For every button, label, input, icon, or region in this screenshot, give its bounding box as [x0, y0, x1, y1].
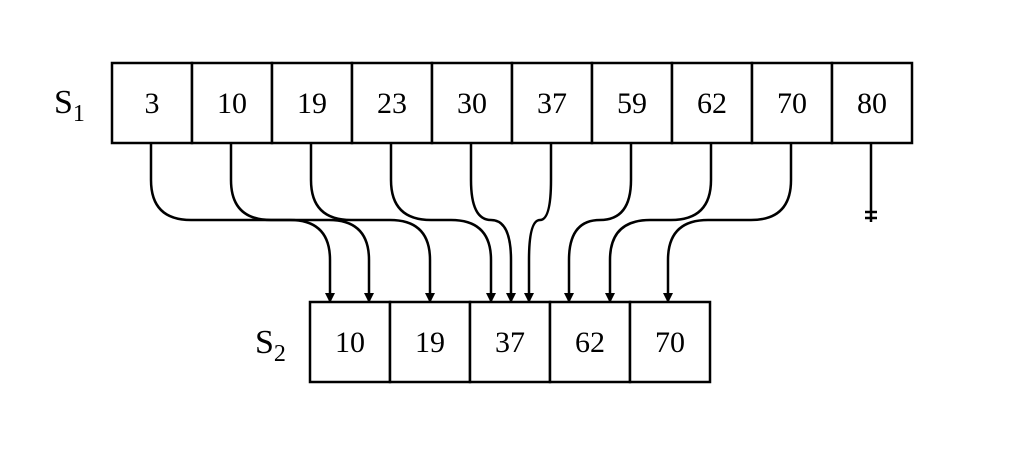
s1-cell-value: 10 [217, 87, 247, 120]
s1-label-subscript: 1 [73, 101, 85, 127]
s2-array: 10 19 37 62 70 [308, 300, 712, 384]
s2-cell-box [468, 300, 552, 384]
pointer-arrow [663, 143, 793, 303]
s2-cell-value: 10 [335, 326, 365, 359]
s2-cell-value: 62 [575, 326, 605, 359]
s1-cell-box [110, 61, 194, 145]
s1-array: 3 10 19 23 30 37 59 62 70 80 [110, 61, 914, 145]
s1-cell: 62 [670, 61, 754, 145]
s2-cell-box [388, 300, 472, 384]
s2-cell-value: 70 [655, 326, 685, 359]
null-pointer-terminator [865, 143, 877, 222]
pointer-arrow [309, 143, 435, 303]
s1-cell: 37 [510, 61, 594, 145]
s1-cell-box [670, 61, 754, 145]
pointer-arrow [605, 143, 713, 303]
svg-text:S1: S1 [54, 84, 85, 127]
s2-label-main: S [255, 324, 274, 361]
s2-cell-box [628, 300, 712, 384]
pointer-arrow [149, 143, 335, 303]
s1-cell-box [510, 61, 594, 145]
s1-cell-value: 37 [537, 87, 567, 120]
pointer-arrow [564, 143, 633, 303]
pointer-arrows [149, 143, 877, 303]
s1-cell: 30 [430, 61, 514, 145]
s2-cell-value: 37 [495, 326, 525, 359]
s1-cell-value: 23 [377, 87, 407, 120]
s1-cell: 70 [750, 61, 834, 145]
s1-label-main: S [54, 84, 73, 121]
s1-cell-box [190, 61, 274, 145]
s1-cell-value: 70 [777, 87, 807, 120]
pointer-arrow [524, 143, 553, 303]
s2-cell: 37 [468, 300, 552, 384]
s2-cell-box [548, 300, 632, 384]
s2-label: S2 [255, 324, 286, 367]
s2-cell-value: 19 [415, 326, 445, 359]
s1-cell: 59 [590, 61, 674, 145]
s1-cell-value: 30 [457, 87, 487, 120]
s1-cell-box [830, 61, 914, 145]
s1-cell: 80 [830, 61, 914, 145]
s1-cell-value: 80 [857, 87, 887, 120]
s1-cell-value: 59 [617, 87, 647, 120]
pointer-arrow [389, 143, 496, 303]
s2-cell: 10 [308, 300, 392, 384]
svg-text:S2: S2 [255, 324, 286, 367]
pointer-arrow [229, 143, 374, 303]
s2-cell: 70 [628, 300, 712, 384]
s1-cell-value: 19 [297, 87, 327, 120]
s1-cell: 19 [270, 61, 354, 145]
s1-cell: 23 [350, 61, 434, 145]
s2-label-subscript: 2 [274, 341, 286, 367]
pointer-arrow [469, 143, 516, 303]
s1-cell: 10 [190, 61, 274, 145]
s1-cell-value: 62 [697, 87, 727, 120]
s1-cell: 3 [110, 61, 194, 145]
s2-cell: 62 [548, 300, 632, 384]
s2-cell: 19 [388, 300, 472, 384]
s1-cell-value: 3 [145, 87, 160, 120]
s1-label: S1 [54, 84, 85, 127]
